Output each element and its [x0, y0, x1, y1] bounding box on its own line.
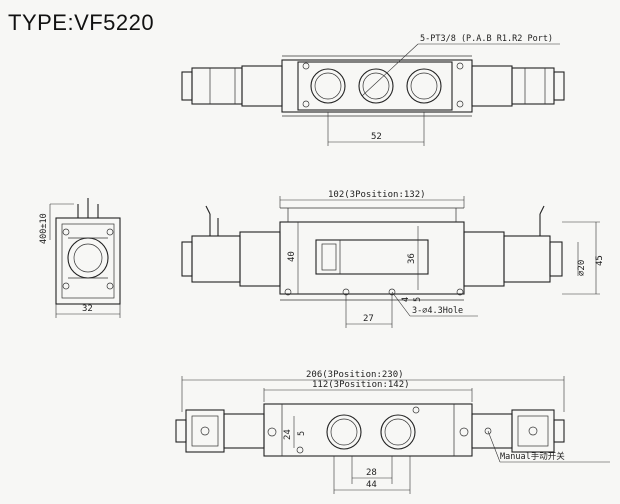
dim-5-bottom: 5 [297, 431, 307, 436]
dim-body-length-bottom: 112(3Position:142) [312, 380, 410, 390]
coil-view: 400±10 32 [39, 198, 121, 318]
dim-height-45: 45 [595, 255, 605, 266]
page-title: TYPE:VF5220 [8, 10, 155, 35]
top-view: 5-PT3/8 (P.A.B R1.R2 Port) 52 [181, 34, 565, 146]
dim-27: 27 [363, 314, 374, 324]
dim-height-36: 36 [407, 253, 417, 264]
dim-body-length: 102(3Position:132) [328, 190, 426, 200]
dim-coil-width: 32 [82, 304, 93, 314]
dim-lead-length: 400±10 [39, 213, 49, 244]
dim-total-length: 206(3Position:230) [306, 370, 404, 380]
bottom-view: 206(3Position:230) 112(3Position:142) [175, 370, 610, 494]
dim-24: 24 [283, 429, 293, 440]
dim-port-spacing: 52 [371, 132, 382, 142]
side-view: 102(3Position:132) 40 36 4 5 27 3-⌀4.3Ho… [181, 190, 605, 328]
manual-override-note: Manual手动开关 [500, 451, 565, 462]
dim-44: 44 [366, 480, 377, 490]
dim-height-40: 40 [287, 251, 297, 262]
dim-diameter-20: ⌀20 [577, 260, 587, 276]
dim-5: 5 [413, 297, 423, 302]
port-note: 5-PT3/8 (P.A.B R1.R2 Port) [420, 34, 553, 44]
dim-4: 4 [401, 297, 411, 302]
hole-note: 3-⌀4.3Hole [412, 306, 463, 316]
dim-28: 28 [366, 468, 377, 478]
